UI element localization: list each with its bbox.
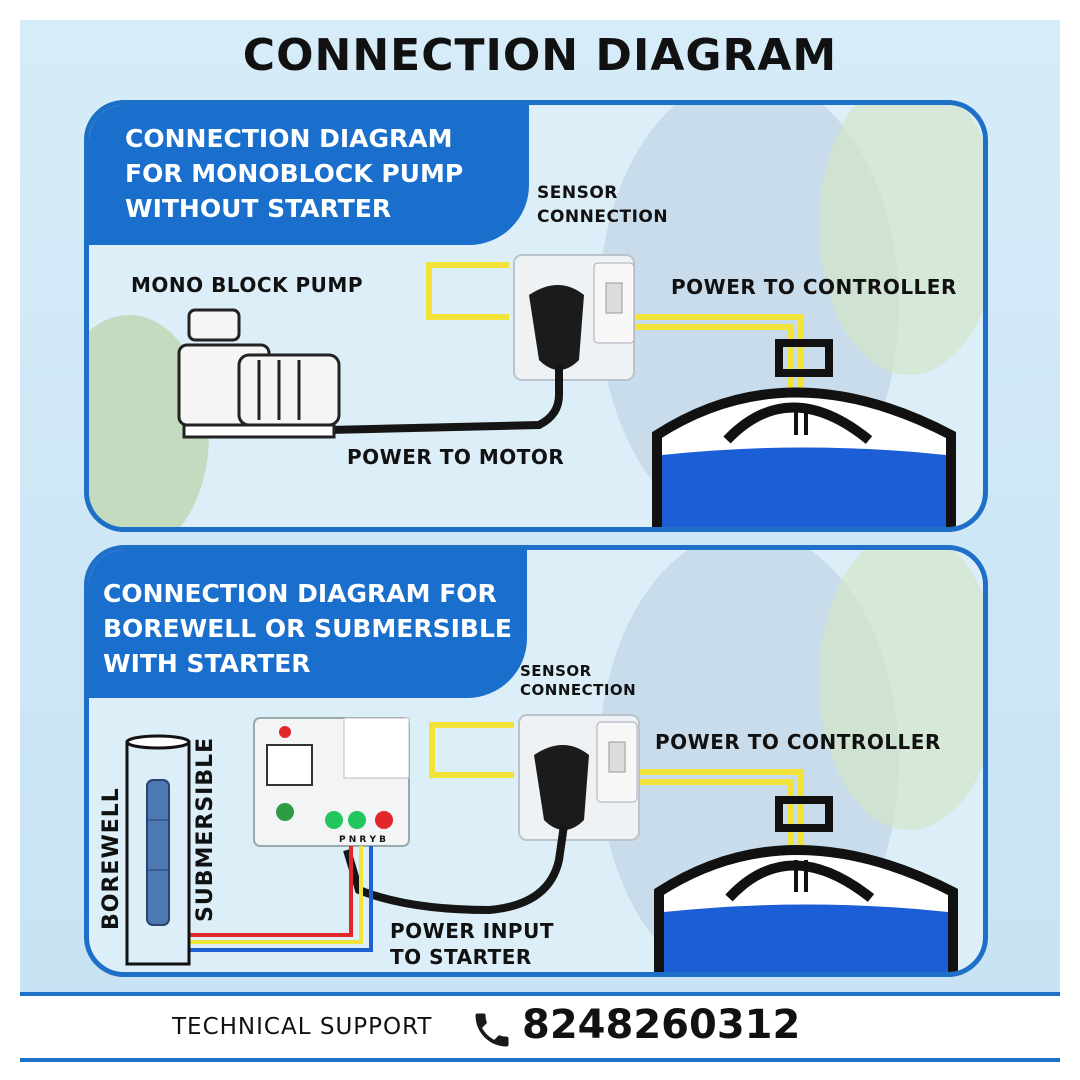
technical-support-label: TECHNICAL SUPPORT (172, 1014, 433, 1040)
label-line: CONNECTION (520, 681, 637, 699)
controller-wire (634, 769, 804, 865)
water-tank-icon (654, 796, 958, 972)
label-line: CONNECTION (537, 207, 669, 227)
heading-line: FOR MONOBLOCK PUMP (125, 159, 464, 188)
borewell-diagram-panel: P N R Y B CONNECTION DIAGRAM FOR BOREWEL… (84, 545, 988, 977)
power-to-controller-label: POWER TO CONTROLLER (671, 275, 957, 299)
footer-bar: TECHNICAL SUPPORT 8248260312 (20, 992, 1060, 1062)
water-tank-icon (652, 339, 956, 527)
borewell-label: BOREWELL (99, 787, 124, 930)
label-line: SENSOR (537, 183, 618, 203)
bg-tree-shape (819, 550, 983, 830)
support-phone-number[interactable]: 8248260312 (522, 1002, 801, 1048)
power-to-motor-label: POWER TO MOTOR (347, 445, 565, 469)
starter-panel-icon: P N R Y B (253, 717, 410, 847)
monoblock-diagram-graphic (89, 105, 983, 527)
phone-icon (475, 1013, 509, 1047)
label-line: POWER INPUT (390, 919, 554, 943)
borewell-pipe-icon (125, 734, 191, 966)
controller-wire (629, 324, 794, 405)
monoblock-diagram-panel: CONNECTION DIAGRAM FOR MONOBLOCK PUMP WI… (84, 100, 988, 532)
starter-power-cable (343, 824, 568, 915)
heading-line: CONNECTION DIAGRAM FOR (103, 579, 497, 608)
starter-terminals-text: P N R Y B (339, 835, 386, 845)
heading-line: WITHOUT STARTER (125, 194, 392, 223)
sensor-connection-label: SENSOR CONNECTION (520, 662, 636, 700)
wire-blue (189, 846, 373, 952)
borewell-panel-heading: CONNECTION DIAGRAM FOR BOREWELL OR SUBME… (89, 550, 527, 698)
heading-line: WITH STARTER (103, 649, 311, 678)
plug-icon (534, 745, 589, 830)
page-title: CONNECTION DIAGRAM (242, 30, 838, 81)
power-to-controller-label: POWER TO CONTROLLER (655, 730, 941, 754)
monoblock-panel-heading: CONNECTION DIAGRAM FOR MONOBLOCK PUMP WI… (89, 105, 529, 245)
power-input-label: POWER INPUT TO STARTER (390, 918, 554, 970)
wire-yellow (189, 846, 363, 944)
wire-red (189, 846, 353, 937)
submersible-label: SUBMERSIBLE (193, 736, 218, 922)
switch-rocker (605, 282, 623, 314)
monoblock-pump-icon (177, 308, 341, 439)
heading-line: CONNECTION DIAGRAM (125, 124, 453, 153)
controller-wire (634, 779, 794, 865)
label-line: TO STARTER (390, 945, 532, 969)
mono-block-pump-label: MONO BLOCK PUMP (131, 273, 363, 297)
sensor-wire (426, 262, 509, 320)
bg-tree-shape (819, 105, 983, 375)
borewell-diagram-graphic: P N R Y B (125, 550, 983, 972)
motor-cable (328, 365, 563, 434)
sensor-connection-label: SENSOR CONNECTION (537, 181, 668, 229)
heading-line: BOREWELL OR SUBMERSIBLE (103, 614, 512, 643)
label-line: SENSOR (520, 662, 592, 680)
switch-rocker (608, 741, 626, 773)
sensor-wire (429, 722, 514, 778)
plug-icon (529, 285, 584, 370)
